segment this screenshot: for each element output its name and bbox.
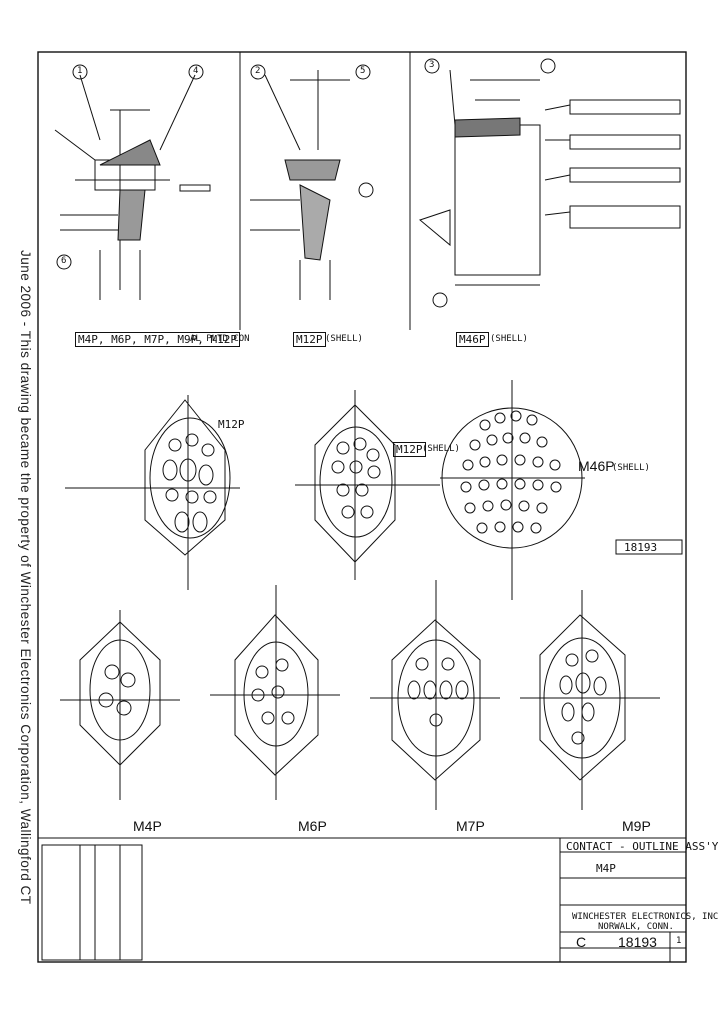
title-block-title: CONTACT - OUTLINE ASS'Y bbox=[566, 840, 719, 853]
title-block-drawing-number: 18193 bbox=[618, 934, 657, 950]
view-label-top-right: M46P bbox=[456, 332, 489, 347]
title-block-city: NORWALK, CONN. bbox=[598, 922, 674, 932]
view-label-top-middle: M12P bbox=[293, 332, 326, 347]
ownership-side-note: June 2006 - This drawing became the prop… bbox=[18, 250, 33, 905]
view-label-top-left: M4P, M6P, M7P, M9P, M12P bbox=[75, 332, 240, 347]
face-view-bottom-3 bbox=[370, 580, 500, 810]
section-view-top-left bbox=[54, 64, 211, 300]
title-block-series: M4P bbox=[596, 862, 616, 875]
view-label-bottom-1: M4P bbox=[133, 818, 162, 834]
callout-4: 4 bbox=[193, 66, 199, 76]
title-block-size: C bbox=[576, 934, 587, 950]
side-reference: 18193 bbox=[624, 541, 658, 554]
view-label-bottom-3: M7P bbox=[456, 818, 485, 834]
face-view-bottom-1 bbox=[60, 610, 180, 800]
face-view-bottom-4 bbox=[520, 590, 660, 810]
drawing-border bbox=[37, 51, 687, 963]
callout-6: 6 bbox=[61, 256, 67, 266]
view-note-mid-middle: (SHELL) bbox=[422, 444, 460, 454]
view-label-bottom-2: M6P bbox=[298, 818, 327, 834]
face-view-bottom-2 bbox=[210, 585, 340, 800]
view-note-mid-right: (SHELL) bbox=[612, 463, 650, 473]
section-view-top-middle bbox=[250, 64, 451, 300]
title-block-company: WINCHESTER ELECTRONICS, INC. bbox=[572, 912, 720, 922]
section-view-top-right bbox=[424, 58, 681, 308]
view-label-mid-right: M46P bbox=[578, 458, 615, 474]
face-view-mid-right bbox=[440, 380, 683, 600]
callout-3: 3 bbox=[429, 60, 435, 70]
callout-2: 2 bbox=[255, 66, 261, 76]
view-note-top-right: (SHELL) bbox=[490, 334, 528, 344]
callout-1: 1 bbox=[77, 66, 83, 76]
face-view-mid-middle bbox=[295, 390, 440, 580]
title-block-frame bbox=[41, 838, 686, 962]
view-label-mid-left: M12P bbox=[218, 418, 245, 431]
view-label-bottom-4: M9P bbox=[622, 818, 651, 834]
view-note-top-middle: (SHELL) bbox=[325, 334, 363, 344]
face-view-mid-left bbox=[65, 395, 240, 590]
title-block-sheet: 1 bbox=[676, 936, 682, 946]
callout-5: 5 bbox=[360, 66, 366, 76]
view-note-top-left: AL PLTD CON bbox=[190, 334, 250, 344]
view-label-mid-middle: M12P bbox=[393, 442, 426, 457]
